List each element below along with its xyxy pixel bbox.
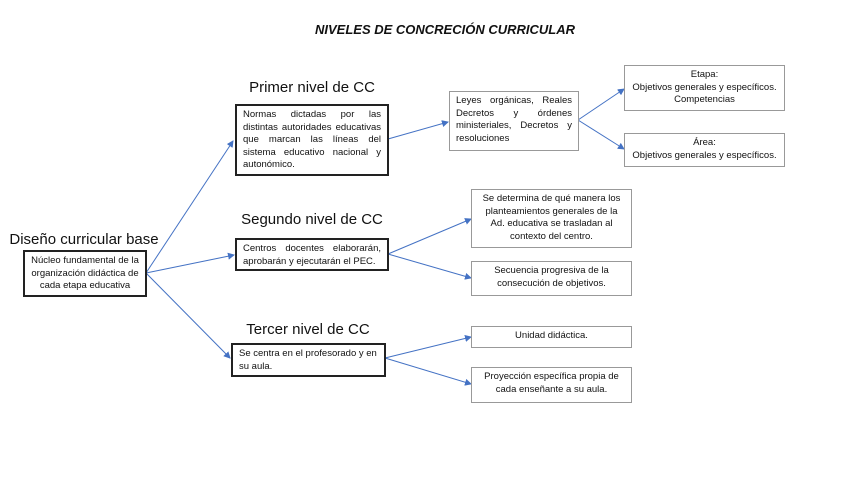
area-title: Área:: [693, 137, 716, 148]
arrow-segundo-determina: [387, 218, 472, 255]
etapa-box: Etapa: Objetivos generales y específicos…: [624, 65, 785, 111]
diagram-title: NIVELES DE CONCRECIÓN CURRICULAR: [314, 22, 575, 37]
arrow-segundo-secuencia: [387, 253, 472, 280]
level2-box: Centros docentes elaborarán, aprobarán y…: [235, 238, 389, 271]
secuencia-box: Secuencia progresiva de la consecución d…: [471, 261, 632, 296]
area-text: Objetivos generales y específicos.: [632, 149, 777, 161]
level3-box: Se centra en el profesorado y en su aula…: [231, 343, 386, 377]
determina-box: Se determina de qué manera los planteami…: [471, 189, 632, 248]
arrow-primer-leyes: [387, 120, 449, 140]
level2-label: Segundo nivel de CC: [241, 211, 383, 228]
arrow-root-segundo: [145, 252, 235, 274]
level3-label: Tercer nivel de CC: [246, 321, 370, 338]
arrow-tercer-proyeccion: [384, 357, 472, 386]
area-box: Área: Objetivos generales y específicos.: [624, 133, 785, 167]
etapa-text: Objetivos generales y específicos.: [632, 81, 777, 93]
arrow-leyes-area: [577, 119, 625, 150]
etapa-title: Etapa:: [690, 69, 719, 80]
root-box: Núcleo fundamental de la organización di…: [23, 250, 147, 297]
leyes-box: Leyes orgánicas, Reales Decretos y órden…: [449, 91, 579, 151]
unidad-box: Unidad didáctica.: [471, 326, 632, 348]
arrow-leyes-etapa: [577, 88, 625, 121]
arrow-tercer-unidad: [384, 335, 472, 359]
level1-label: Primer nivel de CC: [249, 79, 375, 96]
arrow-root-tercer: [145, 272, 231, 359]
level1-box: Normas dictadas por las distintas autori…: [235, 104, 389, 176]
arrow-root-primer: [145, 140, 234, 274]
proyeccion-box: Proyección específica propia de cada ens…: [471, 367, 632, 403]
root-label: Diseño curricular base: [9, 231, 159, 248]
etapa-extra: Competencias: [674, 94, 735, 105]
